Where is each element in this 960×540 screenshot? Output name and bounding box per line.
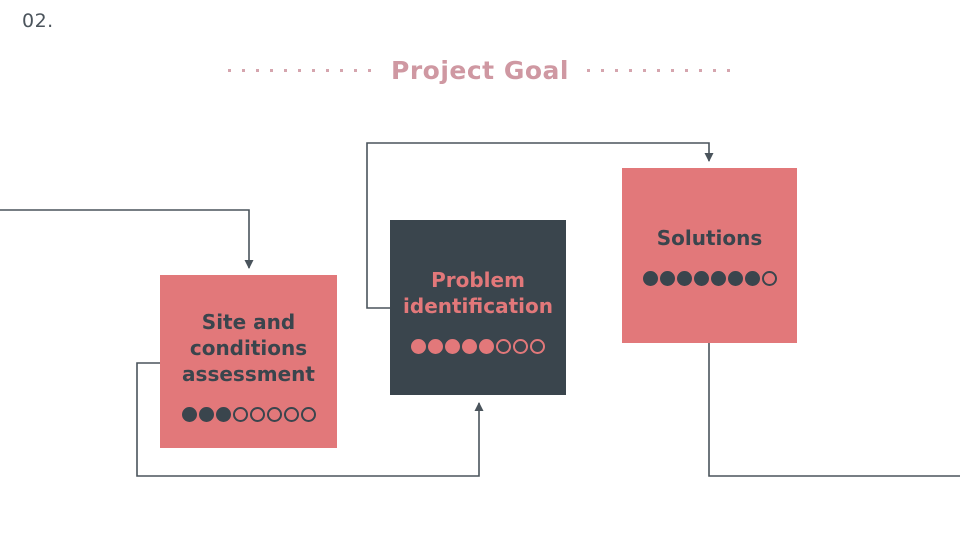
progress-dots	[642, 271, 777, 286]
dot-filled	[445, 339, 460, 354]
step-label: Site and conditions assessment	[182, 310, 315, 386]
dot-empty	[513, 339, 528, 354]
progress-dots	[411, 339, 545, 354]
dot-empty	[496, 339, 511, 354]
dot-filled	[462, 339, 477, 354]
dot-filled	[411, 339, 426, 354]
dot-empty	[300, 407, 316, 422]
dot-filled	[693, 271, 709, 286]
step-label: Solutions	[656, 226, 763, 250]
dot-empty	[249, 407, 265, 422]
dotted-line-right	[586, 68, 732, 72]
step-box-solutions: Solutions	[622, 168, 797, 343]
dot-filled	[710, 271, 726, 286]
dot-empty	[283, 407, 299, 422]
connector-solutions-to-exit	[708, 343, 960, 477]
step-box-site-and-conditions-assessment: Site and conditions assessment	[160, 275, 337, 448]
dot-filled	[659, 271, 675, 286]
dot-filled	[198, 407, 214, 422]
dot-filled	[479, 339, 494, 354]
step-label: Problem identification	[403, 268, 553, 318]
page-title: Project Goal	[391, 55, 569, 85]
dot-filled	[676, 271, 692, 286]
dot-filled	[215, 407, 231, 422]
connector-entry-to-site-assessment	[0, 209, 254, 269]
progress-dots	[181, 407, 316, 422]
dot-empty	[232, 407, 248, 422]
dot-filled	[428, 339, 443, 354]
dot-filled	[642, 271, 658, 286]
dot-filled	[181, 407, 197, 422]
page-number: 02.	[22, 10, 54, 32]
dot-filled	[744, 271, 760, 286]
dot-empty	[530, 339, 545, 354]
dot-empty	[761, 271, 777, 286]
step-box-problem-identification: Problem identification	[390, 220, 566, 395]
dotted-line-left	[228, 68, 374, 72]
dot-filled	[727, 271, 743, 286]
dot-empty	[266, 407, 282, 422]
slide-header: Project Goal	[0, 54, 960, 86]
